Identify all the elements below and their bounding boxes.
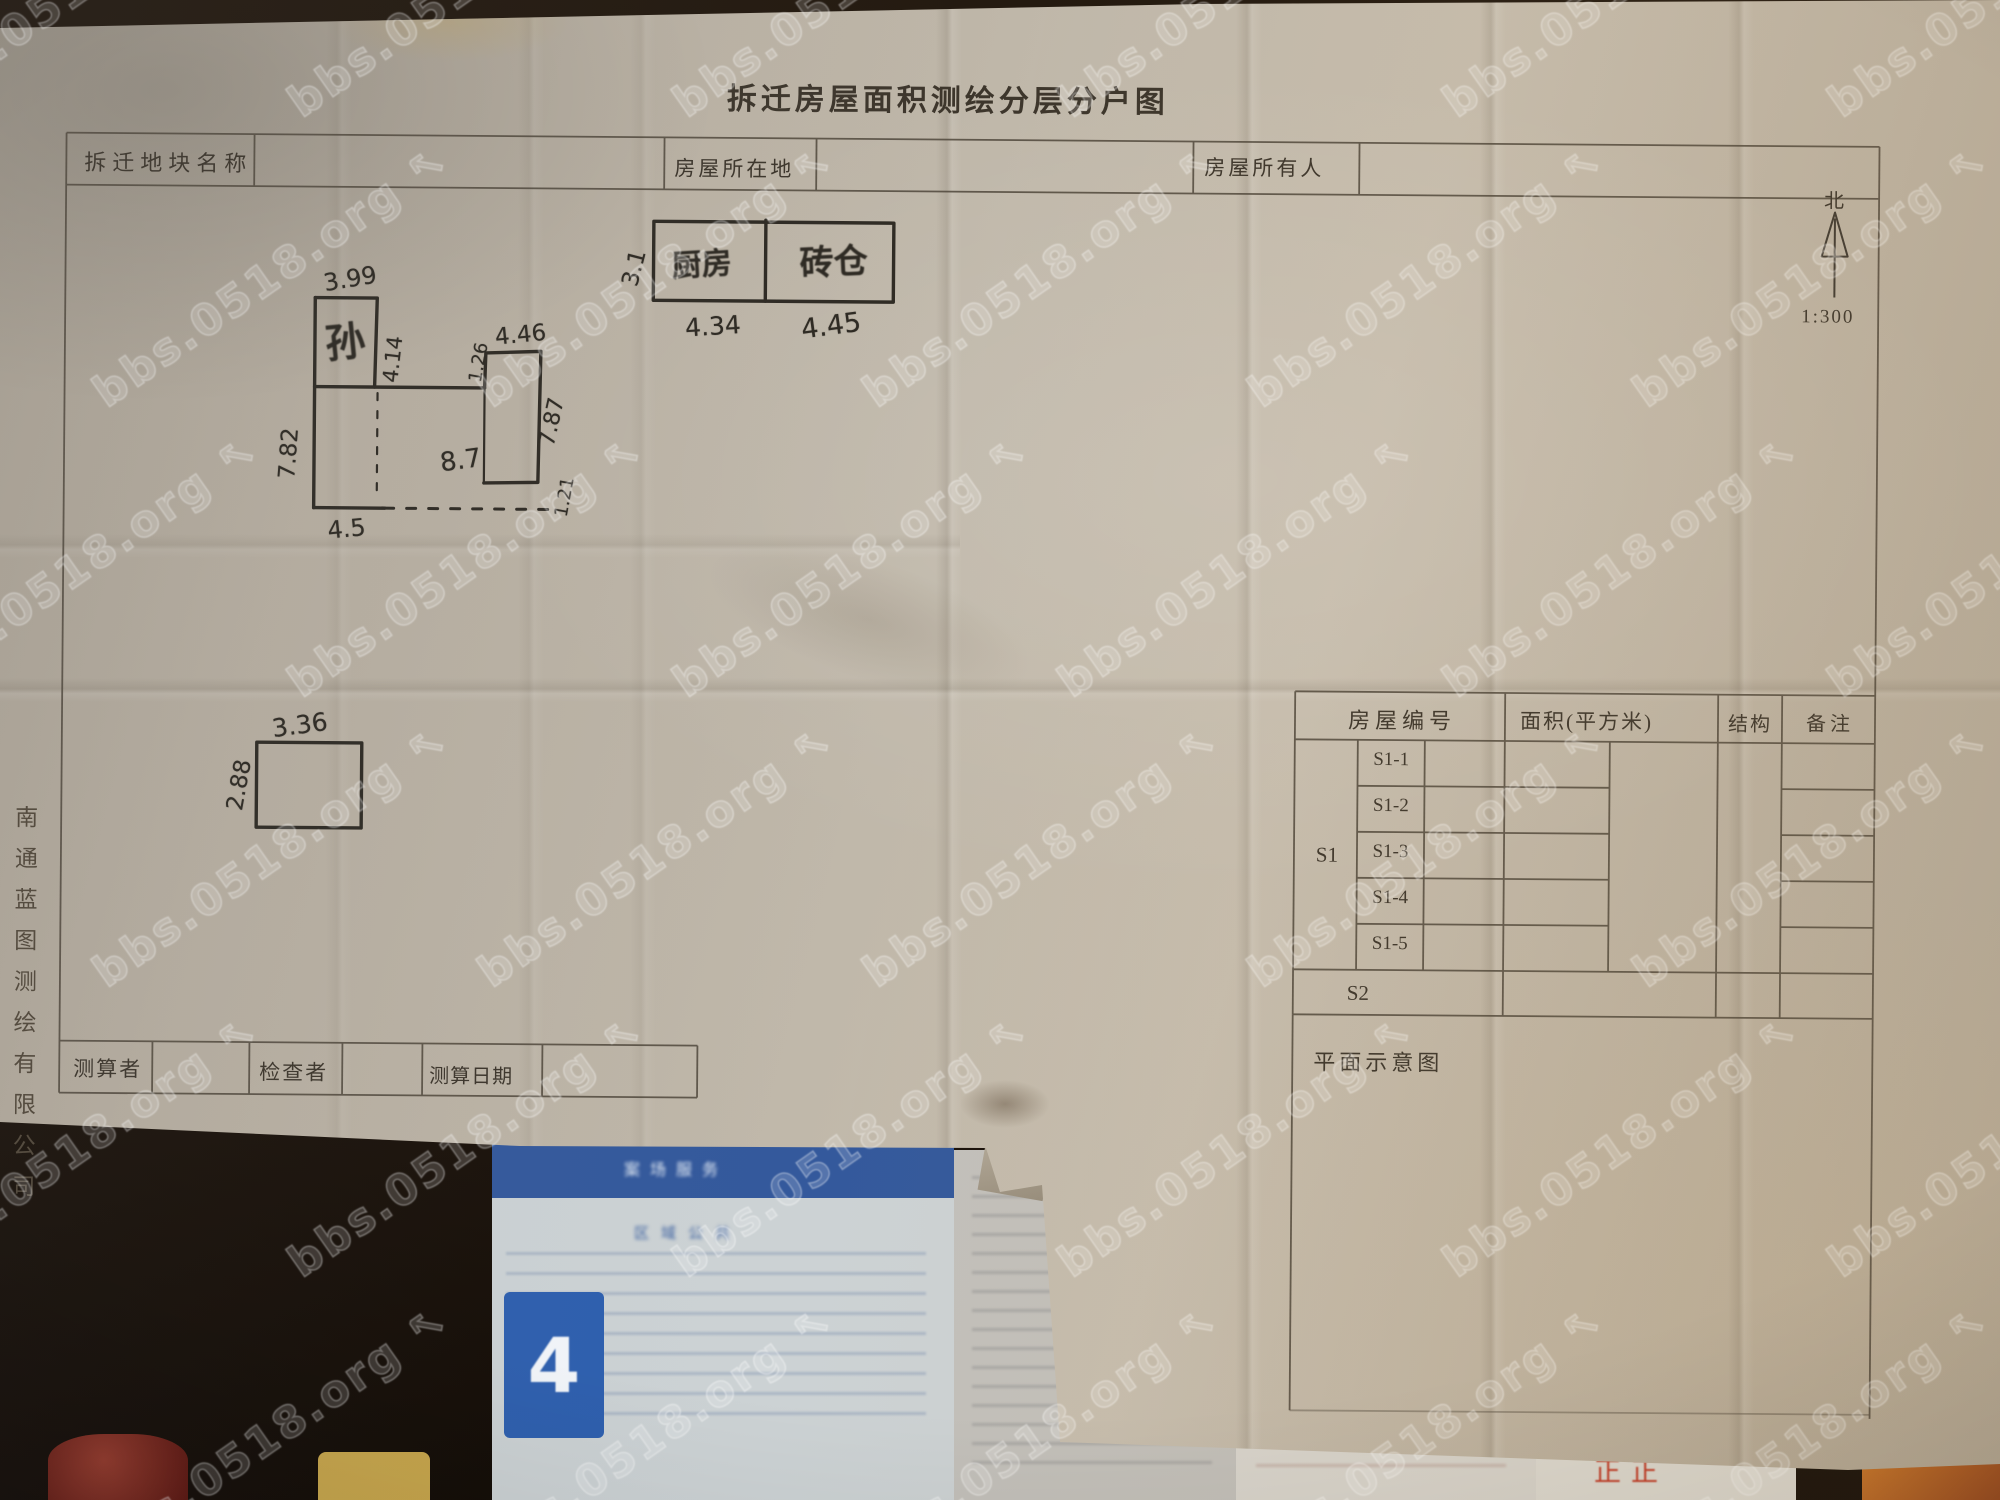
blue-flyer-band-text: 案场服务 [624,1162,729,1179]
form-title: 拆迁房屋面积测绘分层分户图 [726,82,1169,120]
header-location-label: 房屋所在地 [674,156,795,182]
company-char: 通 [14,846,38,872]
table-group-s1: S1 [1315,842,1339,867]
company-char: 蓝 [14,887,38,913]
dim-right-top-width: 4.46 [493,319,548,351]
company-char: 公 [12,1133,36,1159]
table-row-label: S1-5 [1371,932,1408,955]
fold-crease [1236,0,1262,1470]
blue-flyer: 案场服务 区域公共 4 [492,1140,954,1500]
header-owner-label: 房屋所有人 [1204,155,1325,181]
company-char: 有 [13,1051,37,1077]
table-col-structure: 结构 [1727,713,1773,737]
company-char: 图 [14,928,38,954]
header-plot-label: 拆迁地块名称 [84,149,253,177]
blue-flyer-badge: 4 [504,1292,604,1438]
scale-label: 1:300 [1801,306,1855,328]
blue-flyer-band [492,1140,954,1198]
fold-crease [1480,0,1506,1470]
table-s2: S2 [1346,980,1370,1005]
company-vertical: 南通蓝图测绘有限公司 [12,798,38,1201]
footer-date-label: 测算日期 [429,1065,514,1089]
dim-mid-width: 8.7 [438,443,484,479]
footer-calculator-label: 测算者 [73,1056,143,1082]
company-char: 测 [13,969,38,995]
table-caption-plan-sketch: 平面示意图 [1313,1049,1444,1076]
fold-crease-horizontal [0,534,960,558]
blue-flyer-subtext: 区域公共 [634,1225,743,1242]
company-char: 绘 [13,1010,37,1036]
shed-room2-label: 砖仓 [798,241,869,285]
table-row-label: S1-2 [1372,794,1409,817]
room-note-scribble: 孙 [323,317,368,368]
footer-checker-label: 检查者 [259,1060,329,1085]
shed-room1-width: 4.34 [684,310,742,343]
fold-crease-horizontal [0,678,2000,702]
dim-left-height: 7.82 [274,426,305,480]
yellow-object [318,1452,430,1500]
badge-number: 4 [527,1320,581,1410]
table-col-remark: 备注 [1805,713,1855,736]
shed-room1-label: 厨房 [670,245,733,285]
table-col-house-no: 房屋编号 [1347,707,1457,734]
company-char: 限 [12,1092,37,1118]
table-row-label: S1-3 [1372,840,1409,863]
fold-crease [1728,0,1754,1470]
red-object-bottom-left [48,1434,188,1500]
company-char: 南 [15,805,39,831]
dim-bottom-width: 4.5 [326,513,367,545]
company-char: 司 [12,1174,36,1200]
north-label: 北 [1824,190,1845,213]
north-arrow-icon [1820,211,1849,298]
table-col-area: 面积(平方米) [1519,709,1654,735]
smudge [960,1080,1050,1128]
table-row-label: S1-4 [1372,886,1409,909]
table-row-label: S1-1 [1373,748,1410,771]
